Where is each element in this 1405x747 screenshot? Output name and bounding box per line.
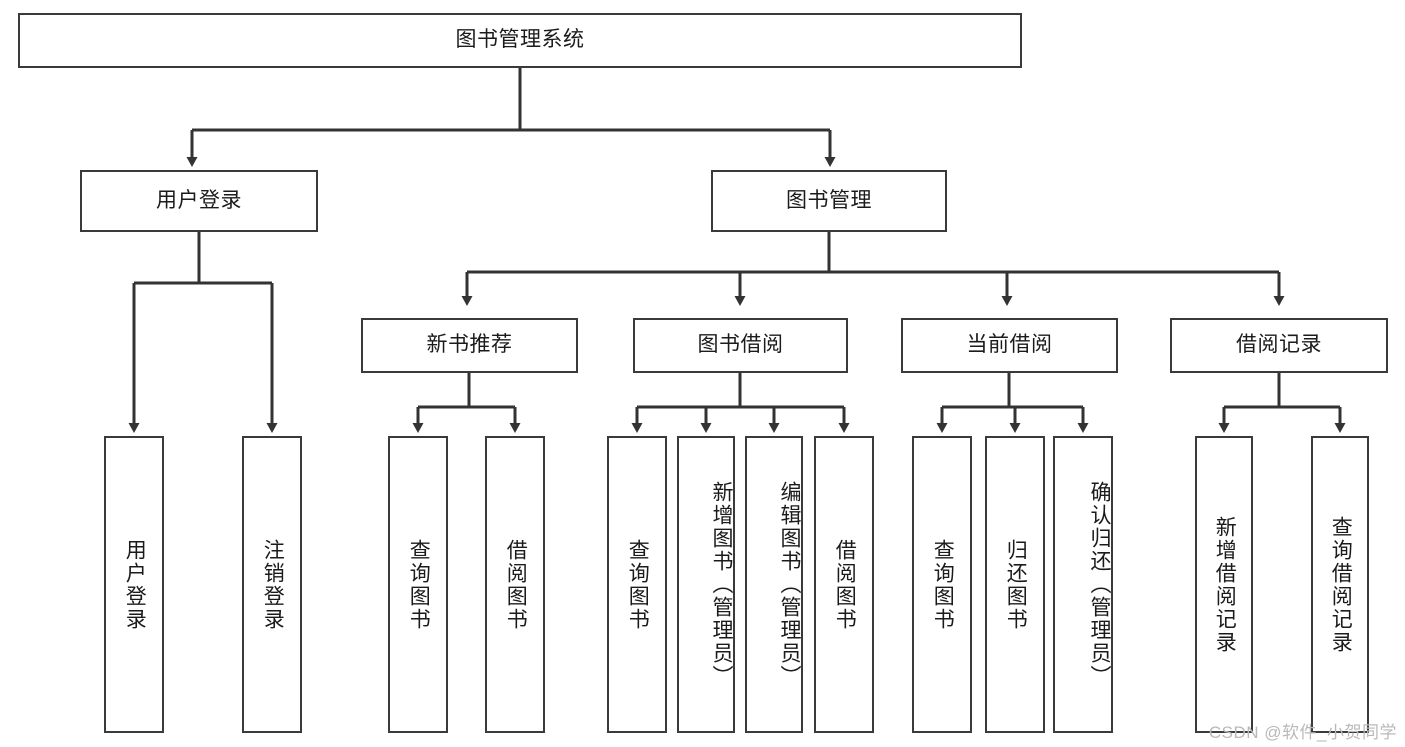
node-label: 图书借阅 — [697, 333, 784, 357]
leaf-user-login-logout[interactable]: 注销登录 — [242, 436, 302, 733]
node-book-borrow[interactable]: 图书借阅 — [633, 318, 848, 373]
node-label: 借阅图书 — [833, 538, 857, 631]
leaf-current-borrow-query-book[interactable]: 查询图书 — [912, 436, 972, 733]
node-label: 借阅图书 — [504, 538, 528, 631]
node-label: 查询图书 — [931, 538, 955, 631]
leaf-new-book-query-book[interactable]: 查询图书 — [388, 436, 448, 733]
leaf-user-login-login[interactable]: 用户登录 — [104, 436, 164, 733]
node-label: 图书管理 — [786, 188, 872, 212]
node-current-borrow[interactable]: 当前借阅 — [901, 318, 1118, 373]
node-label: 用户登录 — [156, 188, 242, 212]
leaf-borrow-record-query-record[interactable]: 查询借阅记录 — [1311, 436, 1369, 733]
leaf-book-borrow-query-book[interactable]: 查询图书 — [607, 436, 667, 733]
node-label: 用户登录 — [123, 538, 147, 631]
node-label: 图书管理系统 — [455, 28, 585, 52]
node-new-book-recommend[interactable]: 新书推荐 — [361, 318, 578, 373]
leaf-book-borrow-edit-book-admin[interactable]: 编辑图书（管理员） — [745, 436, 803, 733]
node-label: 查询图书 — [407, 538, 431, 631]
leaf-book-borrow-add-book-admin[interactable]: 新增图书（管理员） — [677, 436, 735, 733]
node-user-login[interactable]: 用户登录 — [80, 170, 318, 232]
node-label: 确认归还（管理员） — [1088, 481, 1111, 688]
node-label: 新书推荐 — [426, 333, 513, 357]
node-label: 注销登录 — [261, 538, 285, 631]
watermark: CSDN @软件_小贺同学 — [1208, 723, 1397, 742]
leaf-current-borrow-return-book[interactable]: 归还图书 — [985, 436, 1045, 733]
node-label: 查询借阅记录 — [1329, 515, 1353, 654]
leaf-new-book-borrow-book[interactable]: 借阅图书 — [485, 436, 545, 733]
node-label: 当前借阅 — [966, 333, 1053, 357]
node-label: 新增借阅记录 — [1213, 515, 1237, 654]
leaf-borrow-record-add-record[interactable]: 新增借阅记录 — [1195, 436, 1253, 733]
node-label: 新增图书（管理员） — [710, 481, 733, 688]
node-book-management[interactable]: 图书管理 — [711, 170, 947, 232]
leaf-book-borrow-borrow-book[interactable]: 借阅图书 — [814, 436, 874, 733]
node-label: 编辑图书（管理员） — [778, 481, 801, 688]
node-label: 借阅记录 — [1236, 333, 1322, 357]
node-borrow-record[interactable]: 借阅记录 — [1170, 318, 1388, 373]
node-label: 归还图书 — [1004, 538, 1028, 631]
node-label: 查询图书 — [626, 538, 650, 631]
node-root-book-management-system[interactable]: 图书管理系统 — [18, 13, 1022, 68]
leaf-current-borrow-confirm-return-admin[interactable]: 确认归还（管理员） — [1053, 436, 1113, 733]
